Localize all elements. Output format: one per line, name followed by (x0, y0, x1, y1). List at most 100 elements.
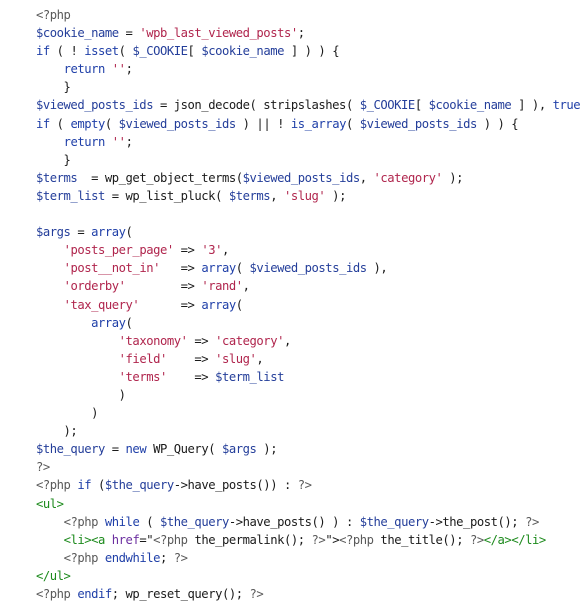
code-token-keyword: endif (77, 587, 112, 601)
code-token-plain (36, 533, 64, 547)
code-token-string: 'post__not_in' (63, 261, 161, 276)
code-token-keyword: isset (84, 44, 119, 59)
code-token-plain: ] ) ) { (283, 44, 340, 59)
code-line: 'terms' => $term_list (36, 368, 584, 386)
code-token-plain (36, 515, 64, 529)
code-token-plain: ); (36, 424, 78, 439)
code-line: $args = array( (36, 223, 584, 241)
code-token-plain: ; (125, 134, 133, 149)
code-token-plain: ); (580, 98, 584, 112)
code-token-plain: } (36, 152, 71, 167)
code-token-plain: "> (325, 532, 340, 547)
code-line: 'orderby' => 'rand', (36, 277, 584, 295)
code-token-plain: WP_Query( (146, 442, 222, 457)
code-token-plain: = (118, 26, 140, 41)
code-token-plain: => (160, 261, 202, 276)
code-token-plain (36, 243, 64, 257)
code-token-php: ?> (297, 478, 312, 493)
code-token-string: 'rand' (201, 279, 243, 294)
code-token-plain: ->the_post(); (428, 514, 526, 529)
code-token-tag: <ul> (36, 496, 64, 511)
code-token-plain (36, 352, 119, 366)
code-token-plain: ) ) { (476, 116, 519, 131)
code-token-plain: ) || ! (235, 116, 291, 131)
code-token-plain: ( (235, 297, 243, 312)
code-line: if ( empty( $viewed_posts_ids ) || ! is_… (36, 115, 584, 133)
code-token-plain (36, 135, 64, 149)
code-token-plain (105, 533, 112, 547)
code-token-variable: $terms (228, 188, 271, 203)
code-token-php: <?php (36, 8, 71, 22)
code-token-string: 'taxonomy' (118, 333, 188, 348)
code-token-keyword: return (63, 62, 106, 77)
code-token-string: '' (111, 62, 126, 77)
code-line: <?php if ($the_query->have_posts()) : ?> (36, 476, 584, 494)
code-token-keyword: empty (70, 116, 105, 131)
code-token-plain: ), (366, 261, 388, 276)
code-line: <?php (36, 6, 584, 24)
code-token-variable: $viewed_posts_ids (359, 116, 478, 131)
code-token-variable: $the_query (36, 442, 105, 457)
code-line: ?> (36, 458, 584, 476)
code-token-plain: = json_decode( stripslashes( (153, 98, 360, 113)
code-line: 'post__not_in' => array( $viewed_posts_i… (36, 259, 584, 277)
code-token-keyword: array (91, 225, 126, 240)
code-line: $term_list = wp_list_pluck( $terms, 'slu… (36, 187, 584, 205)
code-token-php: <?php (339, 532, 374, 547)
code-token-variable: $viewed_posts_ids (242, 170, 361, 185)
code-token-variable: $args (36, 225, 71, 240)
code-token-plain: ->have_posts()) : (173, 478, 298, 493)
code-token-plain: => (187, 333, 216, 348)
code-token-plain: ; (297, 26, 305, 41)
code-token-plain: [ (414, 98, 429, 113)
code-token-tag: <li><a (63, 532, 106, 547)
code-token-plain (105, 62, 112, 76)
code-token-string: 'orderby' (63, 279, 126, 294)
code-line: 'tax_query' => array( (36, 296, 584, 314)
code-token-php: <?php (36, 587, 71, 601)
code-token-string: 'terms' (118, 369, 168, 384)
code-token-plain: ; wp_reset_query(); (111, 587, 250, 601)
code-token-plain: ->have_posts() ) : (228, 514, 360, 529)
code-token-php: ?> (469, 532, 484, 547)
code-token-attr: href (111, 532, 140, 547)
code-token-plain: ( (104, 116, 119, 131)
code-token-plain: [ (187, 44, 202, 59)
code-token-plain: , (222, 243, 229, 258)
code-line: array( (36, 314, 584, 332)
code-line: ); (36, 422, 584, 440)
code-token-plain (36, 316, 91, 330)
code-token-plain: => (125, 279, 202, 294)
code-line (36, 205, 584, 223)
code-token-plain: ( ! (49, 44, 85, 59)
code-token-plain: = wp_get_object_terms( (77, 170, 243, 185)
code-token-plain: } (36, 80, 71, 95)
code-token-plain: ] ), (511, 98, 553, 113)
code-token-plain (36, 370, 119, 384)
code-token-plain: ; (125, 62, 133, 77)
code-line: <li><a href="<?php the_permalink(); ?>">… (36, 531, 584, 549)
code-token-variable: $viewed_posts_ids (249, 261, 368, 276)
code-token-php: ?> (311, 532, 326, 547)
code-token-php: <?php (63, 514, 99, 529)
code-token-plain: the_title(); (373, 532, 470, 547)
code-token-string: 'wpb_last_viewed_posts' (139, 26, 298, 41)
code-token-variable: $viewed_posts_ids (118, 116, 237, 131)
code-token-plain: ) (36, 387, 126, 402)
code-token-plain (36, 298, 64, 312)
code-token-plain: , (242, 279, 250, 294)
code-line: <?php while ( $the_query->have_posts() )… (36, 513, 584, 531)
code-token-plain: = (70, 225, 92, 240)
code-line: 'field' => 'slug', (36, 350, 584, 368)
code-token-tag: </a></li> (483, 532, 546, 547)
code-token-keyword: return (63, 134, 106, 149)
code-token-plain: ) (36, 406, 98, 421)
code-line: $cookie_name = 'wpb_last_viewed_posts'; (36, 24, 584, 42)
code-line: } (36, 78, 584, 96)
code-token-string: 'posts_per_page' (63, 243, 175, 258)
code-line: 'taxonomy' => 'category', (36, 332, 584, 350)
code-token-php: <?php (63, 550, 99, 565)
code-line: } (36, 151, 584, 169)
code-token-plain: =" (139, 532, 154, 547)
code-token-variable: $term_list (215, 369, 284, 384)
